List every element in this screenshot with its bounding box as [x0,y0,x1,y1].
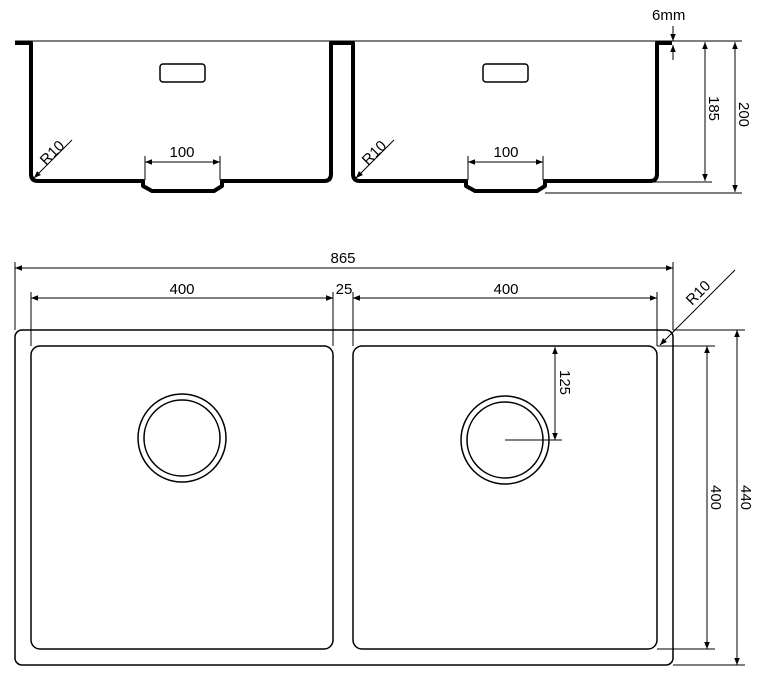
left-drain-outer [137,393,227,483]
top-view: 865 400 25 400 R10 125 400 440 [14,250,754,666]
corner-radius-label: R10 [683,277,714,308]
right-drain-width-label: 100 [493,144,518,161]
right-radius-label: R10 [359,137,390,168]
left-radius-label: R10 [37,137,68,168]
left-radius-leader [33,139,73,179]
left-bowl-width-label: 400 [169,281,194,298]
left-drain-width-label: 100 [169,144,194,161]
left-bowl [30,345,334,650]
divider-width-label: 25 [336,281,353,298]
lip-thickness-label: 6mm [652,7,685,24]
corner-radius-leader [659,269,736,346]
outer-rim [14,329,674,666]
total-depth-label: 200 [735,102,752,127]
overall-depth-label: 440 [737,485,754,510]
right-radius-leader [355,139,395,179]
right-bowl-width-label: 400 [493,281,518,298]
bowl-depth-label: 400 [707,485,724,510]
left-overflow-slot [159,63,206,83]
drain-offset-label: 125 [556,370,573,395]
side-view: 100 100 R10 R10 6mm 185 200 [15,7,752,194]
left-drain-inner [143,399,221,477]
right-overflow-slot [482,63,529,83]
left-bowl-profile [15,41,353,193]
right-bowl-profile [339,41,672,193]
inner-depth-label: 185 [705,96,722,121]
right-bowl [352,345,658,650]
overall-width-label: 865 [330,250,355,267]
